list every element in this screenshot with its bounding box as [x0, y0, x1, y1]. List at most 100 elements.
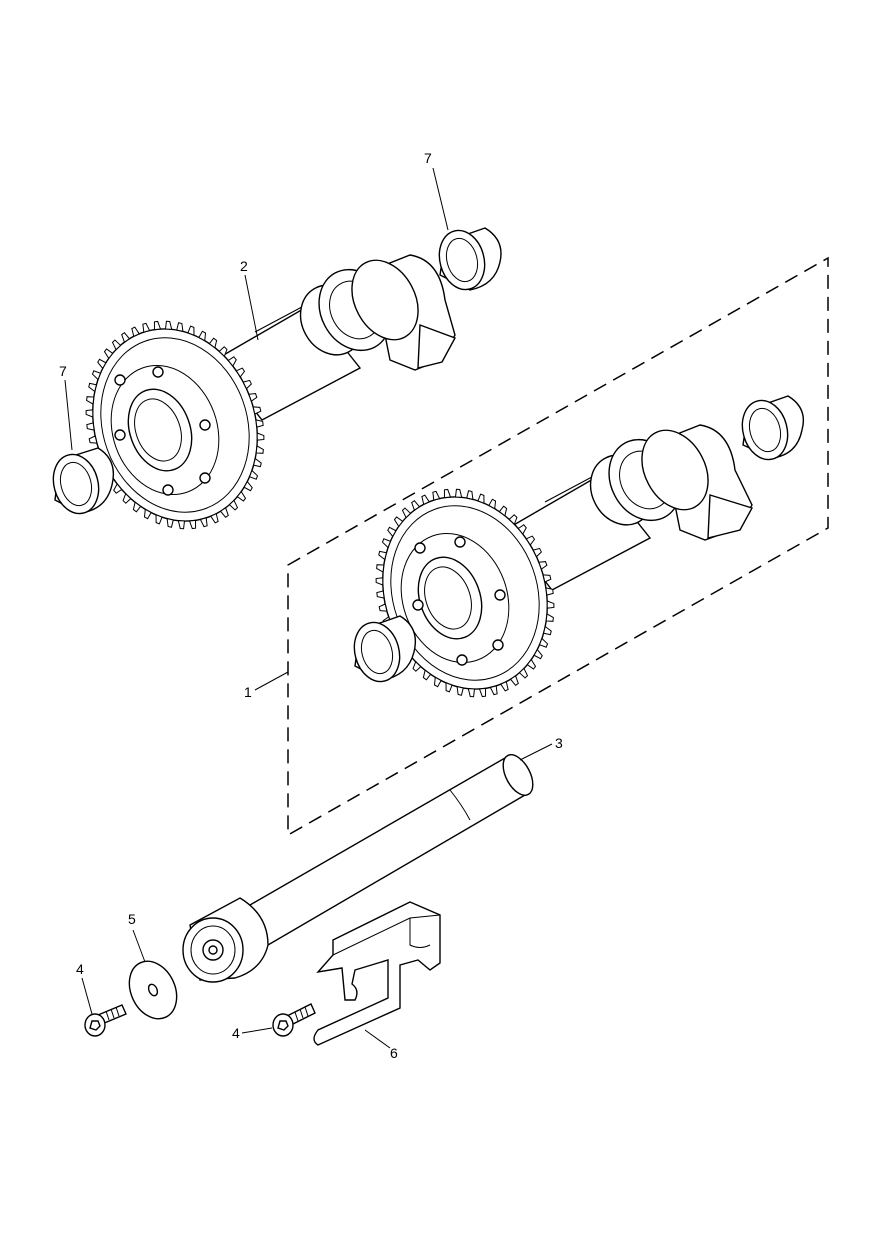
gear-tooth — [219, 507, 229, 518]
callout-3: 3 — [555, 735, 563, 751]
gear-tooth — [252, 406, 262, 415]
washer — [128, 960, 178, 1020]
gear-tooth — [500, 680, 509, 692]
gear-tooth — [542, 574, 552, 583]
callout-6: 6 — [390, 1045, 398, 1061]
gear-tooth — [421, 494, 430, 506]
gear-tooth — [401, 507, 412, 519]
gear-tooth — [85, 409, 94, 418]
gear-tooth — [164, 320, 173, 330]
gear-tooth — [454, 488, 463, 498]
gear-tooth — [255, 445, 264, 454]
gear-tooth — [532, 547, 542, 558]
gear-tooth — [97, 358, 107, 370]
gear-tooth — [210, 512, 219, 524]
gear-tooth — [538, 561, 548, 570]
gear-tooth — [236, 490, 247, 502]
gear-tooth — [132, 501, 142, 513]
assembly-outline — [287, 256, 829, 837]
gear-tooth — [122, 492, 132, 504]
gear-tooth — [143, 508, 152, 520]
gear-tooth — [227, 356, 237, 367]
gear-tooth — [456, 685, 464, 696]
gear-tooth — [508, 514, 518, 526]
screw-right — [272, 1003, 316, 1037]
gear-tooth — [248, 393, 258, 402]
shaft-gear-assembly — [353, 395, 805, 698]
gear-tooth — [91, 370, 102, 381]
gear-tooth — [252, 457, 262, 468]
gear-tooth — [478, 687, 487, 698]
gear-tooth — [466, 490, 474, 501]
gear-tooth — [177, 520, 186, 530]
gear-tooth — [381, 538, 392, 549]
gear-tooth — [387, 526, 397, 538]
gear-tooth — [518, 667, 529, 679]
gear-tooth — [255, 419, 264, 428]
gear-tooth — [545, 613, 554, 622]
gear-tooth — [498, 505, 508, 517]
gear-tooth — [155, 514, 163, 525]
callout-7-left: 7 — [59, 363, 67, 379]
callout-7-top: 7 — [424, 150, 432, 166]
gear-tooth — [433, 676, 442, 688]
bracket — [313, 901, 441, 1046]
gear-tooth — [517, 524, 527, 535]
gear-tooth — [378, 603, 388, 612]
spindle — [182, 754, 534, 983]
gear-tooth — [538, 637, 549, 648]
gear-tooth — [199, 517, 208, 528]
gear-tooth — [113, 483, 123, 494]
gear-tooth — [131, 326, 140, 338]
gear-tooth — [111, 339, 122, 351]
gear-tooth — [376, 590, 385, 599]
gear-tooth — [121, 332, 131, 343]
gear-tooth — [546, 600, 555, 609]
gear-tooth — [525, 535, 536, 546]
gear-tooth — [188, 519, 197, 530]
callout-1: 1 — [244, 684, 252, 700]
gear-tooth — [248, 469, 259, 480]
gear-tooth — [378, 550, 388, 561]
gear-tooth — [488, 498, 497, 510]
gear-tooth — [375, 577, 384, 586]
callout-5: 5 — [128, 911, 136, 927]
gear-tooth — [542, 625, 552, 636]
gear-tooth — [467, 688, 476, 698]
gear-tooth — [393, 516, 404, 528]
gear-tooth — [545, 587, 554, 596]
gear-tooth — [86, 396, 95, 405]
gear-tooth — [176, 322, 184, 333]
callout-4-right: 4 — [232, 1025, 240, 1041]
gear-tooth — [228, 499, 239, 511]
callout-2: 2 — [240, 258, 248, 274]
gear-tooth — [432, 490, 441, 501]
gear-tooth — [198, 330, 207, 342]
bearing-top — [438, 227, 502, 291]
shaft-gear-upper — [85, 254, 456, 530]
gear-lower — [375, 488, 555, 698]
gear-tooth — [88, 435, 98, 444]
gear-tooth — [422, 669, 432, 681]
gear-tooth — [142, 322, 151, 333]
gear-tooth — [411, 500, 421, 511]
gear-tooth — [489, 685, 498, 696]
gear-tooth — [477, 493, 485, 504]
gear-tooth — [509, 675, 519, 686]
gear-tooth — [445, 682, 453, 693]
gear-tooth — [166, 517, 174, 528]
gear-tooth — [187, 325, 195, 336]
screw-left — [84, 1004, 127, 1037]
gear-tooth — [376, 564, 385, 573]
gear-tooth — [103, 348, 114, 360]
gear-tooth — [443, 488, 452, 499]
gear-tooth — [242, 379, 252, 390]
gear-tooth — [88, 382, 98, 393]
gear-tooth — [526, 658, 537, 670]
gear-tooth — [235, 367, 246, 378]
bearing-left — [52, 447, 115, 515]
gear-tooth — [208, 337, 218, 349]
gear-tooth — [412, 660, 422, 672]
gear-tooth — [218, 346, 228, 358]
